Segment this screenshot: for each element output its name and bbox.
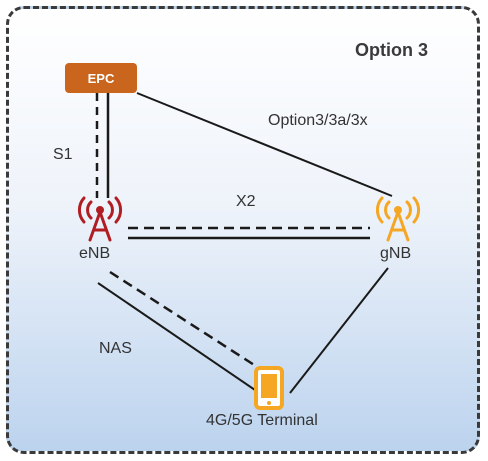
diagram-title: Option 3 [355, 40, 428, 60]
nas-label: NAS [99, 340, 132, 357]
gnb-terminal-line [289, 267, 389, 394]
enb-label: eNB [79, 245, 111, 262]
enb-tower-icon [77, 196, 123, 242]
x2-label: X2 [236, 193, 256, 210]
s1-label: S1 [53, 146, 73, 163]
option-label: Option3/3a/3x [268, 112, 368, 129]
option3-line [136, 92, 393, 197]
phone-icon [254, 366, 284, 410]
terminal-label: 4G/5G Terminal [206, 412, 318, 429]
enb-terminal-dashed-line [109, 270, 263, 372]
enb-terminal-solid-line [97, 282, 256, 391]
gnb-label: gNB [380, 245, 412, 262]
epc-node: EPC [65, 63, 137, 93]
gnb-tower-icon [375, 196, 421, 242]
